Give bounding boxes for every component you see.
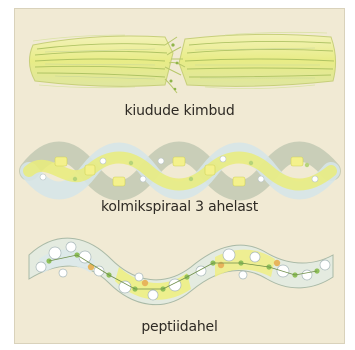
triple-helix-illustration [15,139,344,203]
fiber-bundles-illustration [15,15,344,107]
caption-triple-helix: kolmikspiraal 3 ahelast [15,199,344,215]
peptide-chain-illustration [15,227,344,321]
illustration-frame: kiudude kimbud [14,8,345,344]
caption-fiber-bundles: kiudude kimbud [15,103,344,119]
caption-peptide-chain: peptiidahel [15,319,344,335]
